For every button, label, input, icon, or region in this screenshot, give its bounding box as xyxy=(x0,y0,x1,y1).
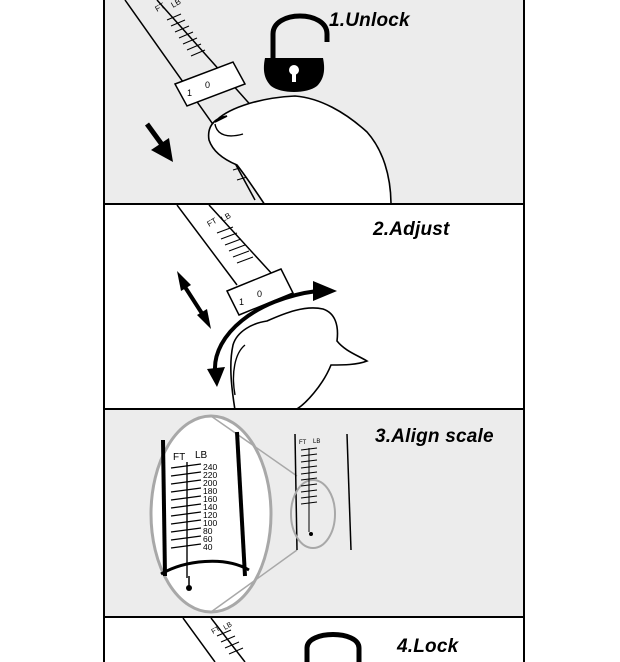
unlock-illustration: FT LB 1 0 xyxy=(124,0,392,203)
small-scale-unit-lb: LB xyxy=(313,439,320,445)
collar-digit-1: 1 xyxy=(187,88,192,98)
step-2-title: 2.Adjust xyxy=(373,219,450,240)
scale-unit-lb: LB xyxy=(195,450,208,461)
scale-tick-label: 240 xyxy=(203,462,217,472)
small-scale-unit-ft: FT xyxy=(299,440,307,446)
scale-tick-label: 180 xyxy=(203,486,217,496)
unit-ft-label: FT xyxy=(154,1,167,14)
scale-tick-label: 60 xyxy=(203,534,213,544)
scale-unit-ft: FT xyxy=(173,452,185,463)
hand-drawing xyxy=(230,307,369,408)
collar-digit-0: 0 xyxy=(257,289,262,299)
step-4-panel: FT LB 4.Lock xyxy=(103,618,525,662)
closed-padlock-icon xyxy=(304,632,362,662)
step-1-panel: FT LB 1 0 1.Unlock xyxy=(103,0,525,205)
open-padlock-icon xyxy=(263,13,330,92)
step-4-title: 4.Lock xyxy=(397,636,459,657)
scale-tick-label: 220 xyxy=(203,470,217,480)
unit-lb-label: LB xyxy=(170,0,183,10)
unit-ft-label: FT xyxy=(206,216,219,229)
wrench-handle: FT LB xyxy=(182,618,246,662)
collar-digit-0: 0 xyxy=(205,80,210,90)
scale-tick-label: 160 xyxy=(203,494,217,504)
hand-drawing xyxy=(207,95,392,203)
step-2-panel: FT LB 1 0 2.Adjust xyxy=(103,205,525,410)
align-scale-illustration: FT LB 240 220 200 180 160 140 120 100 xyxy=(149,414,352,614)
scale-tick-label: 200 xyxy=(203,478,217,488)
wrench-handle: FT LB 1 0 xyxy=(176,205,295,316)
unit-ft-label: FT xyxy=(211,625,223,636)
lock-illustration: FT LB xyxy=(182,618,362,662)
scale-tick-label: 140 xyxy=(203,502,217,512)
collar-digit-1: 1 xyxy=(239,297,244,307)
magnified-scale: FT LB 240 220 200 180 160 140 120 100 xyxy=(160,431,250,591)
small-scale: FT LB xyxy=(290,433,352,551)
step-3-title: 3.Align scale xyxy=(375,426,494,447)
scale-tick-label: 40 xyxy=(203,542,213,552)
adjust-illustration: FT LB 1 0 xyxy=(176,205,369,408)
handle-scale-marks xyxy=(166,13,206,57)
step-1-title: 1.Unlock xyxy=(329,10,410,31)
down-arrow-icon xyxy=(144,122,173,162)
unit-lb-label: LB xyxy=(220,211,233,224)
curved-arrow-icon xyxy=(207,281,337,387)
scale-tick-label: 80 xyxy=(203,526,213,536)
scale-tick-label: 120 xyxy=(203,510,217,520)
step-3-panel: FT LB 240 220 200 180 160 140 120 100 xyxy=(103,410,525,618)
unit-lb-label: LB xyxy=(223,621,234,632)
scale-tick-label: 100 xyxy=(203,518,217,528)
double-arrow-icon xyxy=(177,271,211,329)
